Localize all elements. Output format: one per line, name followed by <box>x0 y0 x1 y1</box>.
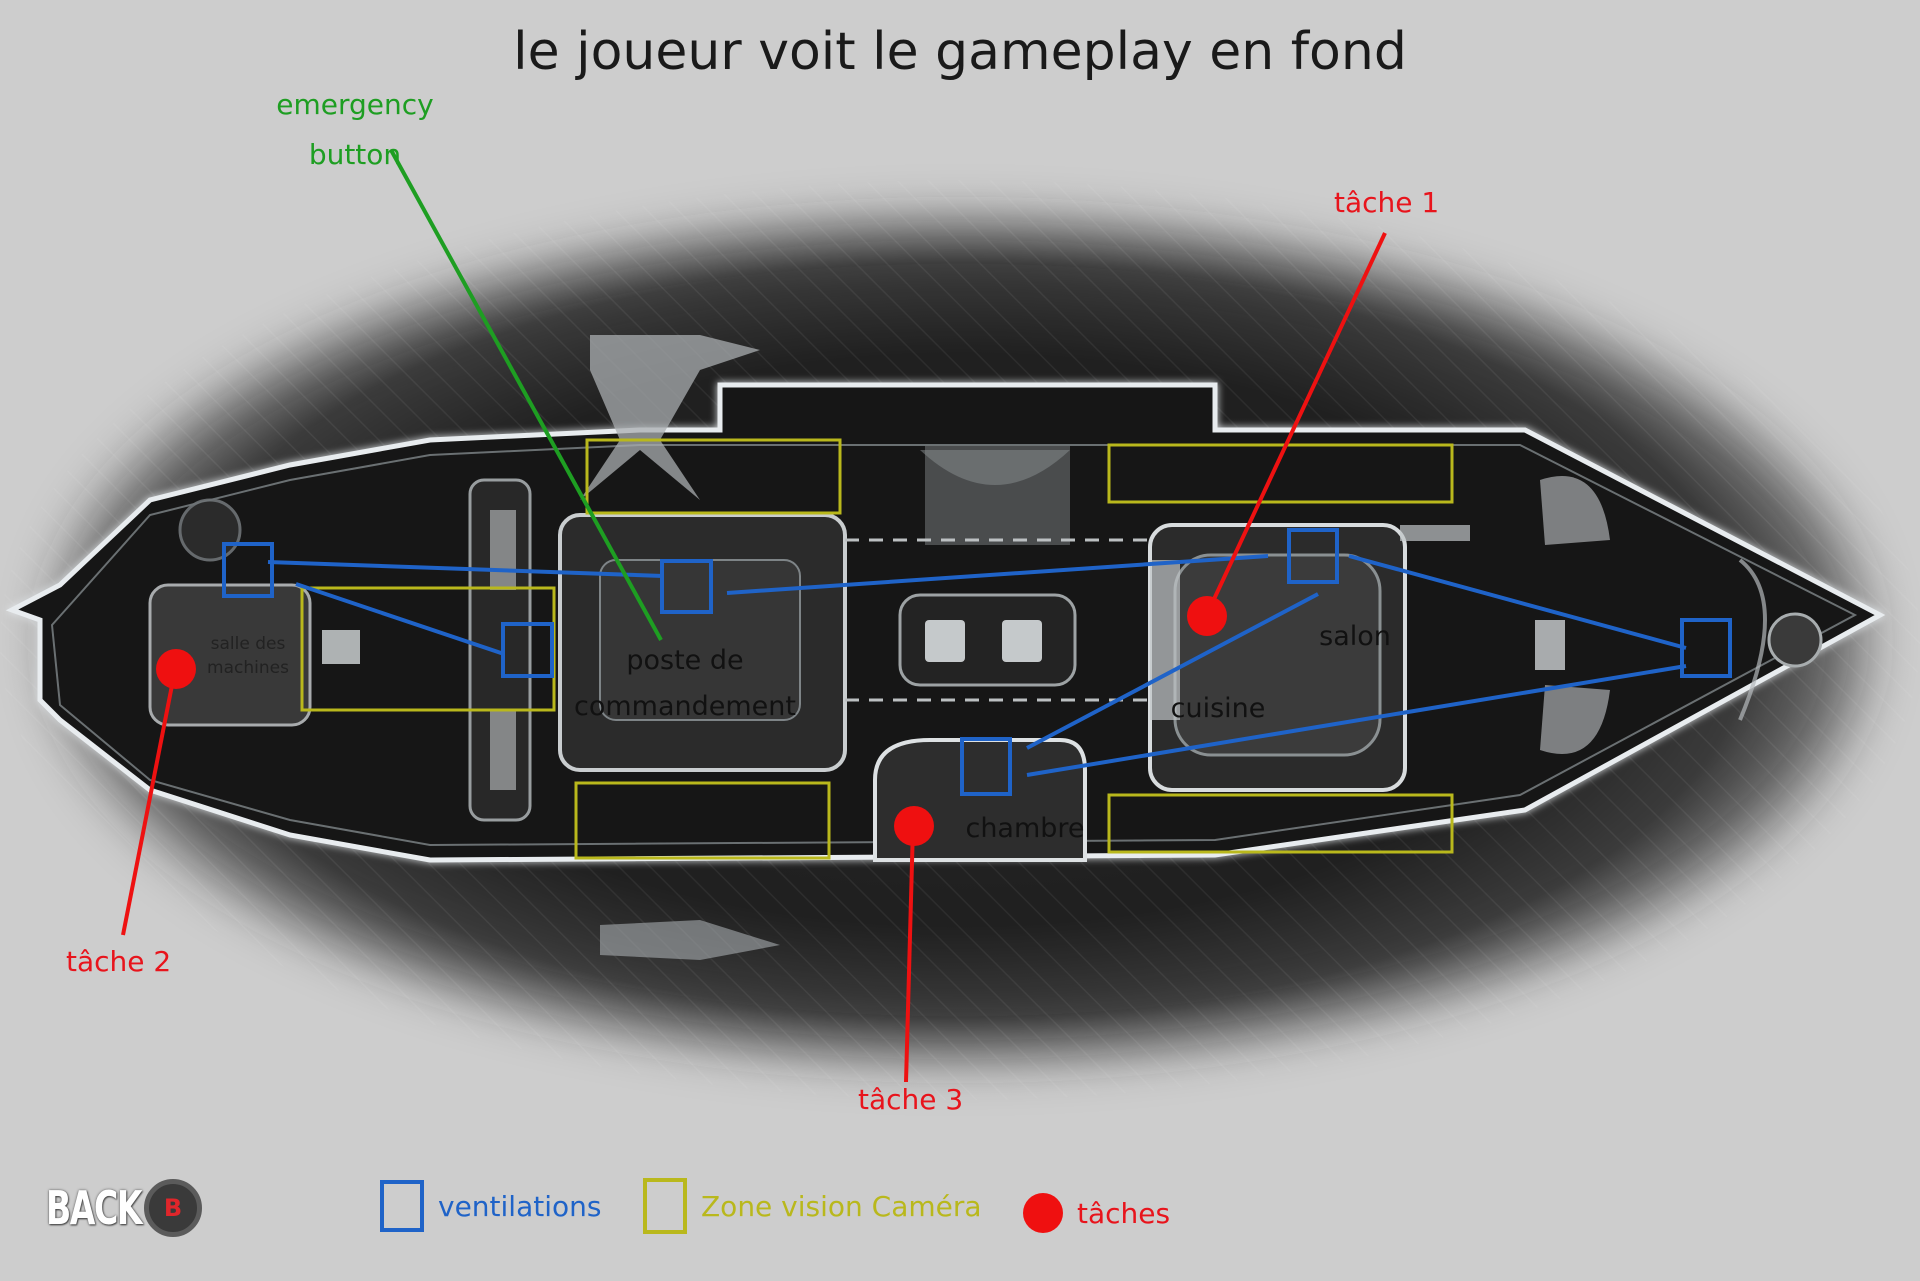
room-label-cuisine: cuisine <box>1170 693 1266 724</box>
room-label-chambre: chambre <box>965 813 1085 844</box>
room-label-command-line1: poste de <box>626 645 744 676</box>
room-label-command-line2: commandement <box>574 691 796 722</box>
emergency-pointer <box>389 149 663 641</box>
room-label-engine-line1: salle des <box>210 634 286 654</box>
legend-camera-zone: Zone vision Caméra <box>643 1178 982 1234</box>
vent-engine-left <box>222 542 274 598</box>
task-3-label: tâche 3 <box>858 1083 964 1116</box>
legend-taches: tâches <box>1023 1193 1170 1233</box>
command-room <box>558 335 847 960</box>
camera-zone-1 <box>585 438 842 515</box>
emergency-label-line1: emergency <box>276 88 434 121</box>
page-title: le joueur voit le gameplay en fond <box>513 22 1407 82</box>
back-button[interactable]: BACK B <box>46 1172 202 1244</box>
legend-taches-label: tâches <box>1077 1196 1171 1230</box>
camera-zone-5 <box>1107 793 1454 854</box>
vent-engine-right <box>501 622 554 678</box>
legend-ventilations: ventilations <box>380 1180 601 1232</box>
bow-deck <box>1535 476 1823 754</box>
back-label: BACK <box>46 1181 143 1235</box>
task-1-label: tâche 1 <box>1334 186 1440 219</box>
central-area <box>845 445 1150 702</box>
camera-zone-3 <box>574 781 831 860</box>
ventilation-square-icon <box>380 1180 424 1232</box>
legend-ventilations-label: ventilations <box>438 1189 602 1223</box>
task-dot-2 <box>156 649 196 689</box>
task-dots <box>156 596 1227 846</box>
room-label-engine-line2: machines <box>207 658 289 678</box>
vent-connections <box>267 554 1687 777</box>
camera-zone-square-icon <box>643 1178 687 1234</box>
room-label-command: poste de commandement <box>560 638 810 730</box>
vent-command <box>660 559 713 614</box>
task-2-label: tâche 2 <box>66 945 172 978</box>
vent-chambre <box>960 737 1012 796</box>
room-label-engine: salle des machines <box>203 632 293 680</box>
vent-salon <box>1287 528 1339 584</box>
vent-bow <box>1680 618 1732 678</box>
vents <box>222 528 1732 796</box>
task-dot-icon <box>1023 1193 1063 1233</box>
task-dot-3 <box>894 806 934 846</box>
room-label-salon: salon <box>1319 621 1391 652</box>
b-button-icon: B <box>144 1179 202 1237</box>
task-dot-1 <box>1187 596 1227 636</box>
camera-zone-4 <box>1107 443 1454 504</box>
emergency-button-label: emergency button <box>270 80 440 180</box>
legend-camera-label: Zone vision Caméra <box>701 1189 982 1223</box>
task-pointers <box>121 232 1387 1083</box>
engine-room <box>148 478 532 822</box>
emergency-label-line2: button <box>308 138 402 171</box>
b-button-letter: B <box>163 1194 183 1222</box>
